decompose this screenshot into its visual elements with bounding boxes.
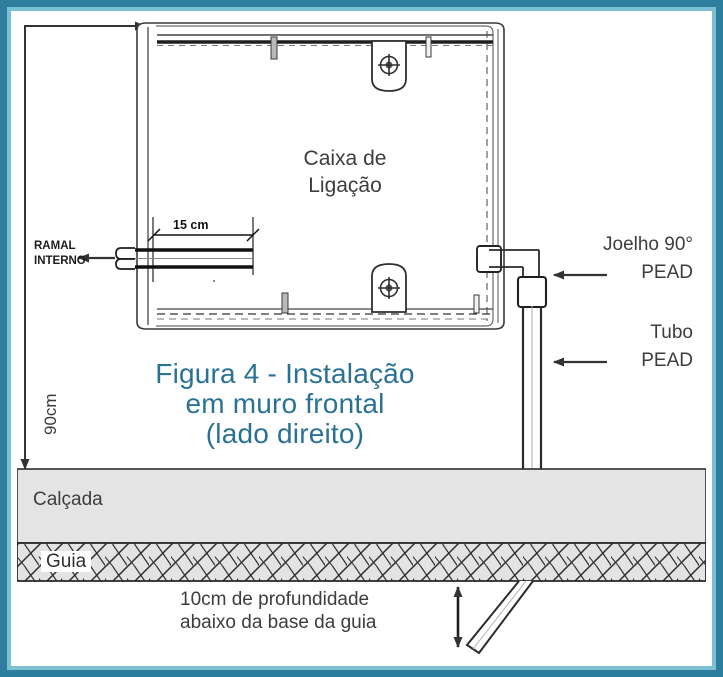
- height-dimension-90cm: [20, 21, 146, 470]
- tubo-pead-vertical: [521, 306, 543, 469]
- figure-title-line3: (lado direito): [205, 418, 365, 449]
- joelho-label-line1: Joelho 90°: [603, 234, 693, 255]
- lock-latch-bottom-icon: [371, 263, 407, 313]
- joelho-label-line2: PEAD: [641, 262, 693, 283]
- figure-title-line1: Figura 4 - Instalação: [155, 358, 415, 389]
- box-label-line2: Ligação: [308, 174, 382, 197]
- width-dimension-label: 15 cm: [173, 218, 209, 232]
- tubo-label-line2: PEAD: [641, 350, 693, 371]
- box-pin: [473, 294, 480, 314]
- box-pin: [270, 36, 278, 60]
- height-dimension-label: 90cm: [41, 393, 60, 435]
- box-label-line1: Caixa de: [303, 147, 387, 170]
- caixa-de-ligacao-box: [136, 22, 505, 330]
- ramal-interno-label-line1: RAMAL: [34, 240, 76, 252]
- diagram-canvas: Caixa de Ligação 15 cm RAMAL INTERNO Joe…: [17, 17, 706, 660]
- depth-label-line2: abaixo da base da guia: [180, 612, 377, 633]
- lock-latch-top-icon: [371, 40, 407, 92]
- buried-pipe-diagonal: [465, 580, 534, 655]
- guia-band: [17, 542, 706, 582]
- box-pin: [281, 292, 289, 314]
- technical-drawing: [17, 21, 706, 655]
- tubo-label-line1: Tubo: [650, 322, 693, 343]
- internal-branch-assembly: [115, 217, 260, 282]
- guia-label: Guia: [41, 551, 92, 573]
- calcada-label: Calçada: [33, 489, 103, 510]
- joelho-90-pead: [476, 245, 548, 309]
- calcada-band: [17, 468, 706, 544]
- depth-label-line1: 10cm de profundidade: [180, 589, 370, 610]
- ramal-interno-label-line2: INTERNO: [34, 255, 86, 267]
- box-pin: [425, 36, 432, 58]
- figure-title-line2: em muro frontal: [185, 388, 385, 419]
